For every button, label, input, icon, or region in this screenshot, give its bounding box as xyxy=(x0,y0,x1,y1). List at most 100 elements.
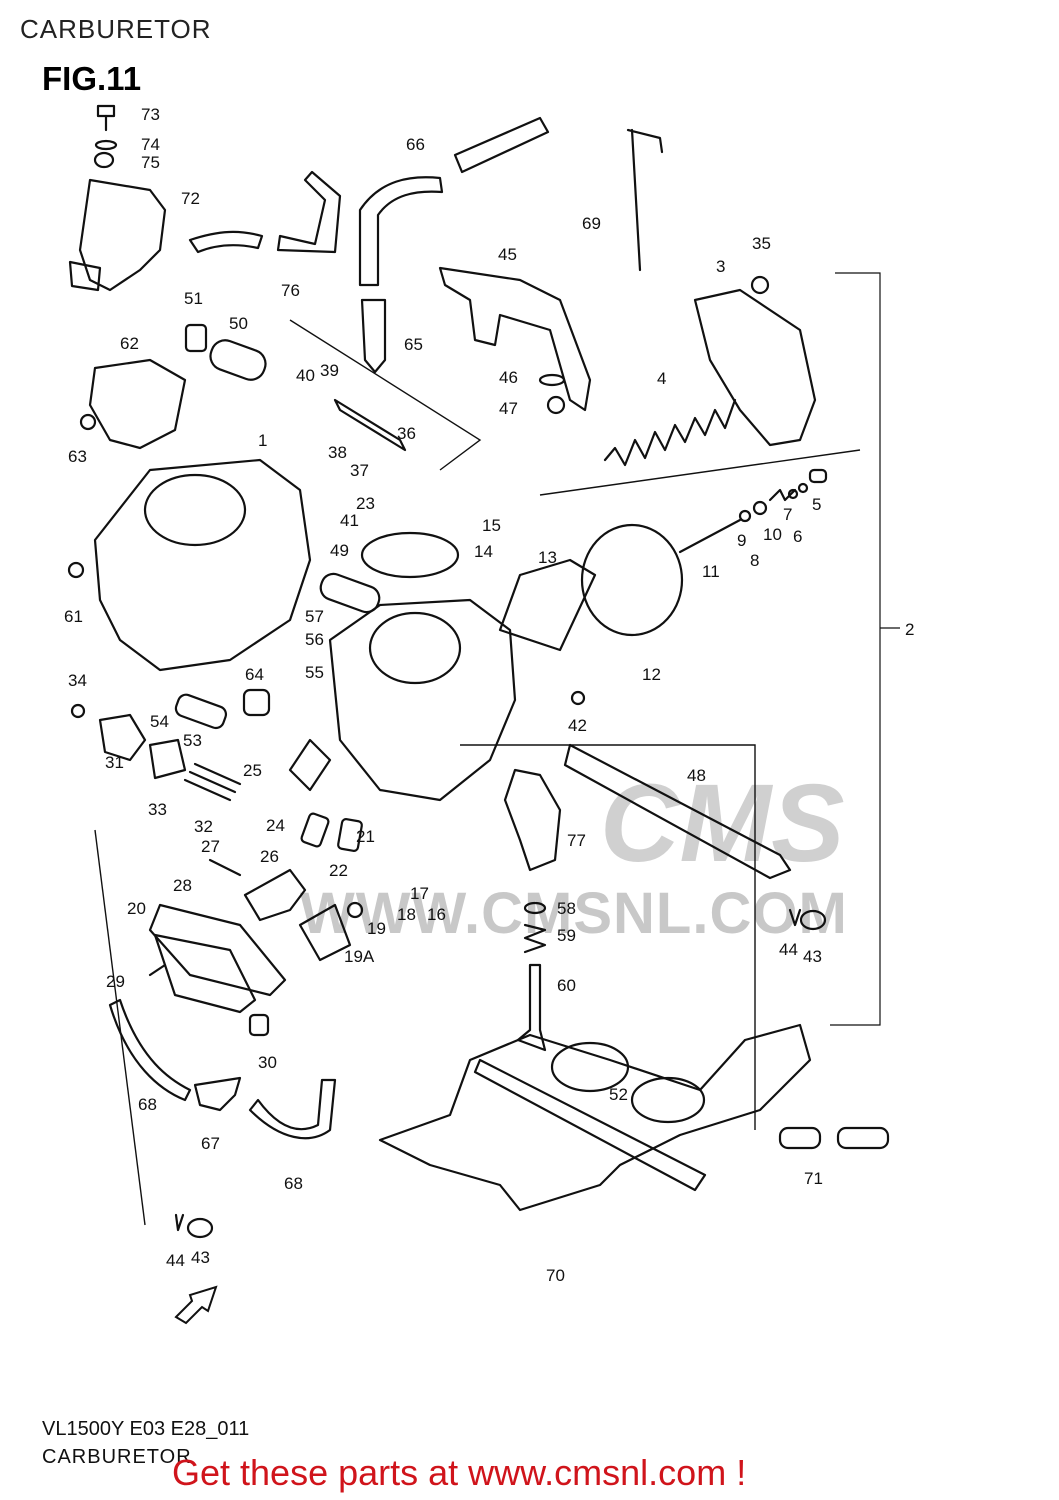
callout-10: 10 xyxy=(763,525,782,544)
carb-body-front xyxy=(328,598,517,802)
callout-64: 64 xyxy=(245,665,264,684)
piston-13 xyxy=(498,558,597,652)
callout-37: 37 xyxy=(350,461,369,480)
callout-70: 70 xyxy=(546,1266,565,1285)
callout-18: 18 xyxy=(397,905,416,924)
callout-31: 31 xyxy=(105,753,124,772)
model-code: VL1500Y E03 E28_011 xyxy=(42,1418,250,1440)
callout-19a: 19A xyxy=(344,947,375,966)
callout-75: 75 xyxy=(141,153,160,172)
grommet-75 xyxy=(93,151,115,169)
page-title: CARBURETOR xyxy=(20,14,212,44)
callout-59: 59 xyxy=(557,926,576,945)
callout-68b: 68 xyxy=(284,1174,303,1193)
callout-50: 50 xyxy=(229,314,248,333)
callout-17: 17 xyxy=(410,884,429,903)
callout-36: 36 xyxy=(397,424,416,443)
screw-29 xyxy=(148,963,167,977)
sensor-72 xyxy=(78,178,167,292)
callout-65: 65 xyxy=(404,335,423,354)
callout-46: 46 xyxy=(499,368,518,387)
fitting-65 xyxy=(360,298,387,374)
callout-73: 73 xyxy=(141,105,160,124)
callout-28: 28 xyxy=(173,876,192,895)
callout-76: 76 xyxy=(281,281,300,300)
plug-51 xyxy=(184,323,208,353)
callout-labels: 73 74 75 72 51 76 66 69 35 3 45 50 62 65… xyxy=(64,105,914,1285)
gasket-hole-1 xyxy=(550,1041,630,1093)
callout-20: 20 xyxy=(127,899,146,918)
oring-64 xyxy=(242,688,271,717)
callout-40: 40 xyxy=(296,366,315,385)
callout-61: 61 xyxy=(64,607,83,626)
callout-41: 41 xyxy=(340,511,359,530)
parts-link[interactable]: Get these parts at www.cmsnl.com ! xyxy=(172,1452,747,1493)
diaphragm-12 xyxy=(580,523,684,637)
group-outline-3 xyxy=(460,744,756,1130)
callout-56: 56 xyxy=(305,630,324,649)
needle-11 xyxy=(678,518,742,554)
callout-21: 21 xyxy=(356,827,375,846)
callout-71: 71 xyxy=(804,1169,823,1188)
callout-22: 22 xyxy=(329,861,348,880)
callout-53: 53 xyxy=(183,731,202,750)
through-bolt-48 xyxy=(563,743,792,880)
callout-6: 6 xyxy=(793,527,802,546)
callout-14: 14 xyxy=(474,542,493,561)
washer-74 xyxy=(94,139,118,151)
cap-5 xyxy=(808,468,828,484)
callout-8: 8 xyxy=(750,551,759,570)
callout-43b: 43 xyxy=(191,1248,210,1267)
hose-50 xyxy=(209,339,267,381)
sensor-nozzle xyxy=(68,260,102,292)
callout-54: 54 xyxy=(150,712,169,731)
callout-68: 68 xyxy=(138,1095,157,1114)
callout-13: 13 xyxy=(538,548,557,567)
link-77 xyxy=(503,768,562,872)
carb-bore-rear xyxy=(143,473,247,547)
callout-11: 11 xyxy=(702,562,720,581)
callout-38: 38 xyxy=(328,443,347,462)
spring-59 xyxy=(523,923,547,954)
screw-35 xyxy=(750,275,770,295)
callout-72: 72 xyxy=(181,189,200,208)
callout-7: 7 xyxy=(783,505,792,524)
float-bowl xyxy=(153,933,257,1014)
float-26 xyxy=(243,868,307,922)
callout-34: 34 xyxy=(68,671,87,690)
screw-34 xyxy=(70,703,86,719)
callout-24: 24 xyxy=(266,816,285,835)
callout-3: 3 xyxy=(716,257,725,276)
cable-tie-69 xyxy=(626,128,664,272)
hose-66-end xyxy=(453,116,550,174)
spring-32 xyxy=(183,762,242,802)
pin-27 xyxy=(208,858,242,877)
callout-39: 39 xyxy=(320,361,339,380)
jet-24 xyxy=(300,812,330,848)
drain-30 xyxy=(248,1013,270,1037)
washer-46 xyxy=(538,373,566,387)
ring-14 xyxy=(360,531,460,579)
forward-arrow-icon xyxy=(172,1285,222,1330)
callout-33: 33 xyxy=(148,800,167,819)
carb-bore-front xyxy=(368,611,462,685)
callout-26: 26 xyxy=(260,847,279,866)
callout-74: 74 xyxy=(141,135,160,154)
hose-51 xyxy=(188,230,264,254)
callout-55: 55 xyxy=(305,663,324,682)
group-outline-4 xyxy=(94,829,146,1226)
callout-62: 62 xyxy=(120,334,139,353)
callout-49: 49 xyxy=(330,541,349,560)
hose-66 xyxy=(358,176,444,287)
bracket-line-2 xyxy=(830,272,881,1026)
callout-16: 16 xyxy=(427,905,446,924)
callout-67: 67 xyxy=(201,1134,220,1153)
washer-8 xyxy=(752,500,768,516)
callout-30: 30 xyxy=(258,1053,277,1072)
group-outline-1 xyxy=(289,319,482,471)
hose-68-left xyxy=(108,998,192,1102)
callout-47: 47 xyxy=(499,399,518,418)
carb-body-rear xyxy=(93,458,312,672)
cover-31 xyxy=(98,713,147,762)
hose-68-right xyxy=(248,1078,337,1140)
